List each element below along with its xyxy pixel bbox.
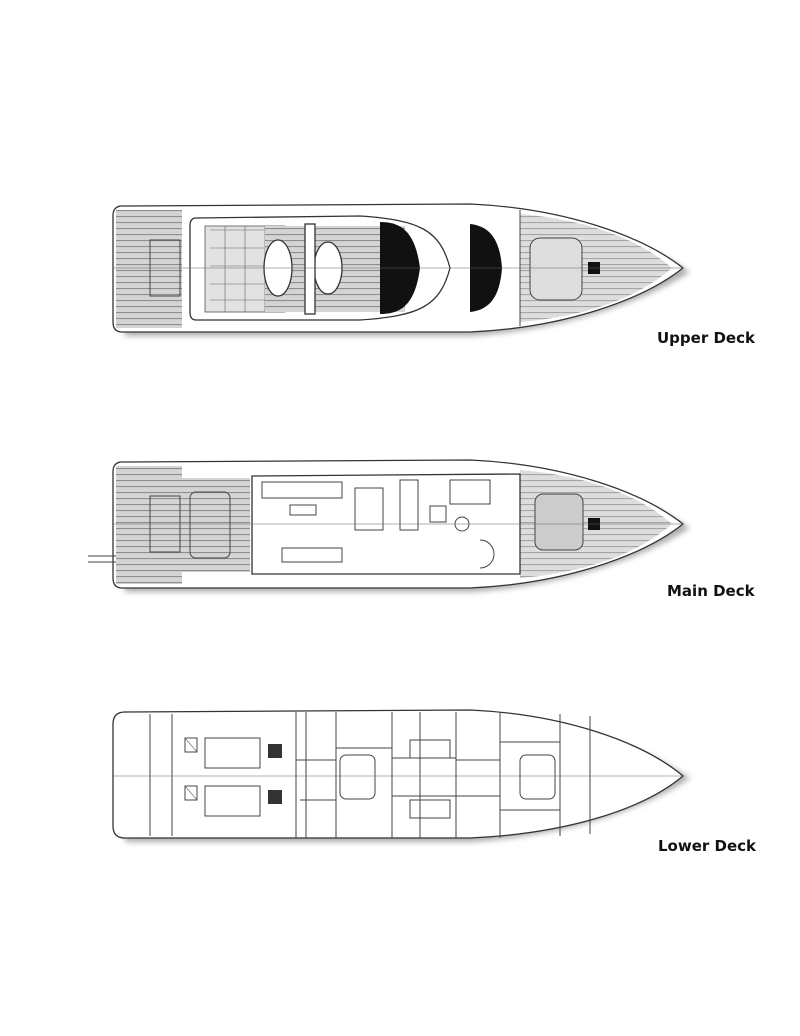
deck-label-main: Main Deck [667, 582, 755, 600]
deck-label-upper: Upper Deck [657, 329, 755, 347]
lower-deck-plan [112, 709, 690, 842]
upper-deck-plan [112, 203, 690, 336]
main-deck-plan [88, 459, 690, 592]
deck-label-lower: Lower Deck [658, 837, 757, 855]
